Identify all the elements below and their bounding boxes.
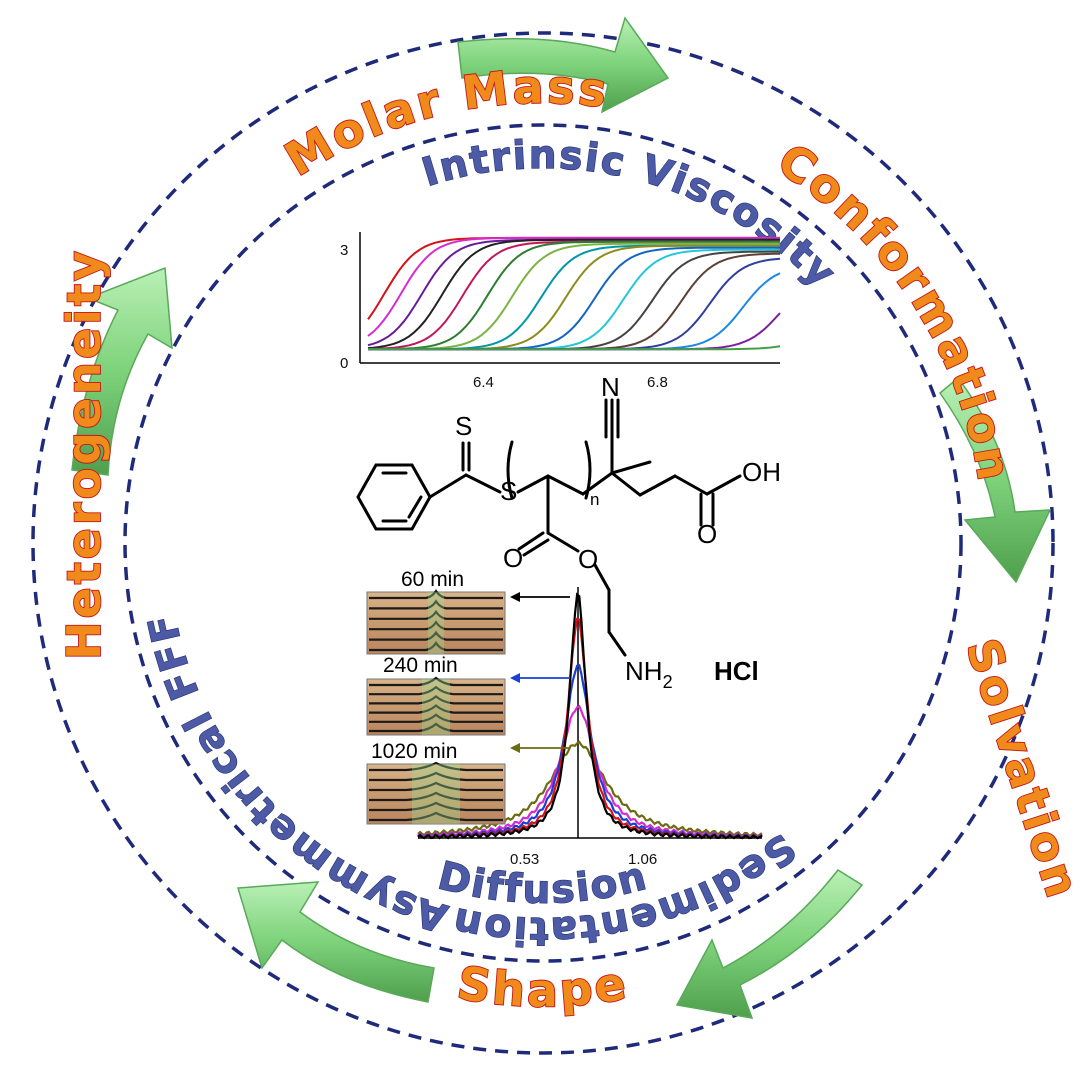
band-line (369, 801, 503, 812)
diff-series-line (417, 740, 763, 838)
arrow-left-icon (71, 266, 173, 476)
band-line (369, 599, 503, 610)
band-line (369, 811, 503, 822)
band-line (369, 713, 503, 723)
band-image-60 (366, 589, 506, 655)
diff-x-tick-label: 1.06 (628, 851, 657, 868)
outer-dashed-ring (31, 31, 1055, 1055)
band-line (369, 609, 503, 620)
chemical-labels: S S N OH O O O n NH2 HCl (455, 372, 781, 692)
sed-series-line (367, 238, 780, 350)
band-line (369, 722, 503, 733)
band-line (369, 589, 503, 600)
diff-x-tick-label: 0.53 (510, 851, 539, 868)
band-line (369, 641, 503, 652)
band-line (369, 685, 503, 696)
band-image-1020 (366, 761, 506, 825)
band-line (369, 781, 503, 792)
sed-series-line (367, 236, 780, 337)
sed-series-line (368, 345, 781, 351)
chem-atom-label: N (601, 372, 620, 402)
diffusion-chart: 0.53 1.06 60 min 240 min 1020 min (366, 568, 763, 868)
inner-word-diffusion: Diffusion (434, 854, 653, 913)
time-label-240: 240 min (383, 654, 458, 677)
outer-word-heterogeneity: Heterogeneity (57, 248, 111, 660)
band-line (369, 620, 503, 631)
band-line (369, 630, 503, 641)
time-label-60: 60 min (401, 568, 464, 591)
sed-series-line (368, 240, 780, 351)
cycle-arrows (71, 16, 1052, 1019)
pointer-arrows (510, 592, 570, 753)
arrow-top-icon (457, 16, 670, 114)
outer-word-shape: Shape (454, 955, 633, 1017)
band-glow (428, 592, 444, 654)
band-glow (422, 679, 450, 735)
sed-x-tick-label: 6.8 (647, 374, 668, 391)
diff-curves (417, 592, 763, 840)
chem-atom-label: O (578, 544, 598, 574)
chem-atom-label: O (503, 543, 523, 573)
arrow-bottom-left-icon (237, 881, 435, 1003)
chem-atom-label: OH (742, 457, 781, 487)
arrow-right-icon (938, 376, 1052, 584)
band-image-240 (366, 676, 506, 736)
sed-y-tick-label: 0 (340, 355, 348, 372)
band-line (369, 761, 503, 772)
chem-atom-label: S (500, 476, 517, 506)
band-line (369, 704, 503, 714)
band-glow (412, 764, 460, 824)
band-line (369, 676, 503, 687)
chemical-structure (356, 398, 742, 657)
sed-x-tick-label: 6.4 (473, 374, 494, 391)
outer-word-conformation: Conformation (768, 132, 1022, 486)
arrow-bottom-right-icon (675, 869, 864, 1019)
inner-dashed-ring (123, 123, 963, 963)
outer-word-solvation: Solvation (956, 632, 1087, 906)
diff-series-line (417, 592, 763, 840)
inner-word-intrinsic-viscosity: Intrinsic Viscosity (417, 133, 845, 297)
chem-hcl-label: HCl (714, 656, 759, 686)
time-label-1020: 1020 min (371, 740, 457, 763)
band-line (369, 694, 503, 705)
benzene-ring-icon (356, 463, 432, 531)
band-line (369, 771, 503, 782)
sed-curves (367, 236, 781, 351)
sedimentation-chart: 3 0 6.4 6.8 (340, 232, 781, 391)
chem-atom-label: S (455, 411, 472, 441)
chem-amine-label: NH2 (625, 656, 673, 692)
band-line (369, 791, 503, 802)
chem-atom-label: O (697, 519, 717, 549)
chem-subscript-n: n (590, 490, 599, 509)
sed-y-tick-label: 3 (340, 242, 348, 259)
